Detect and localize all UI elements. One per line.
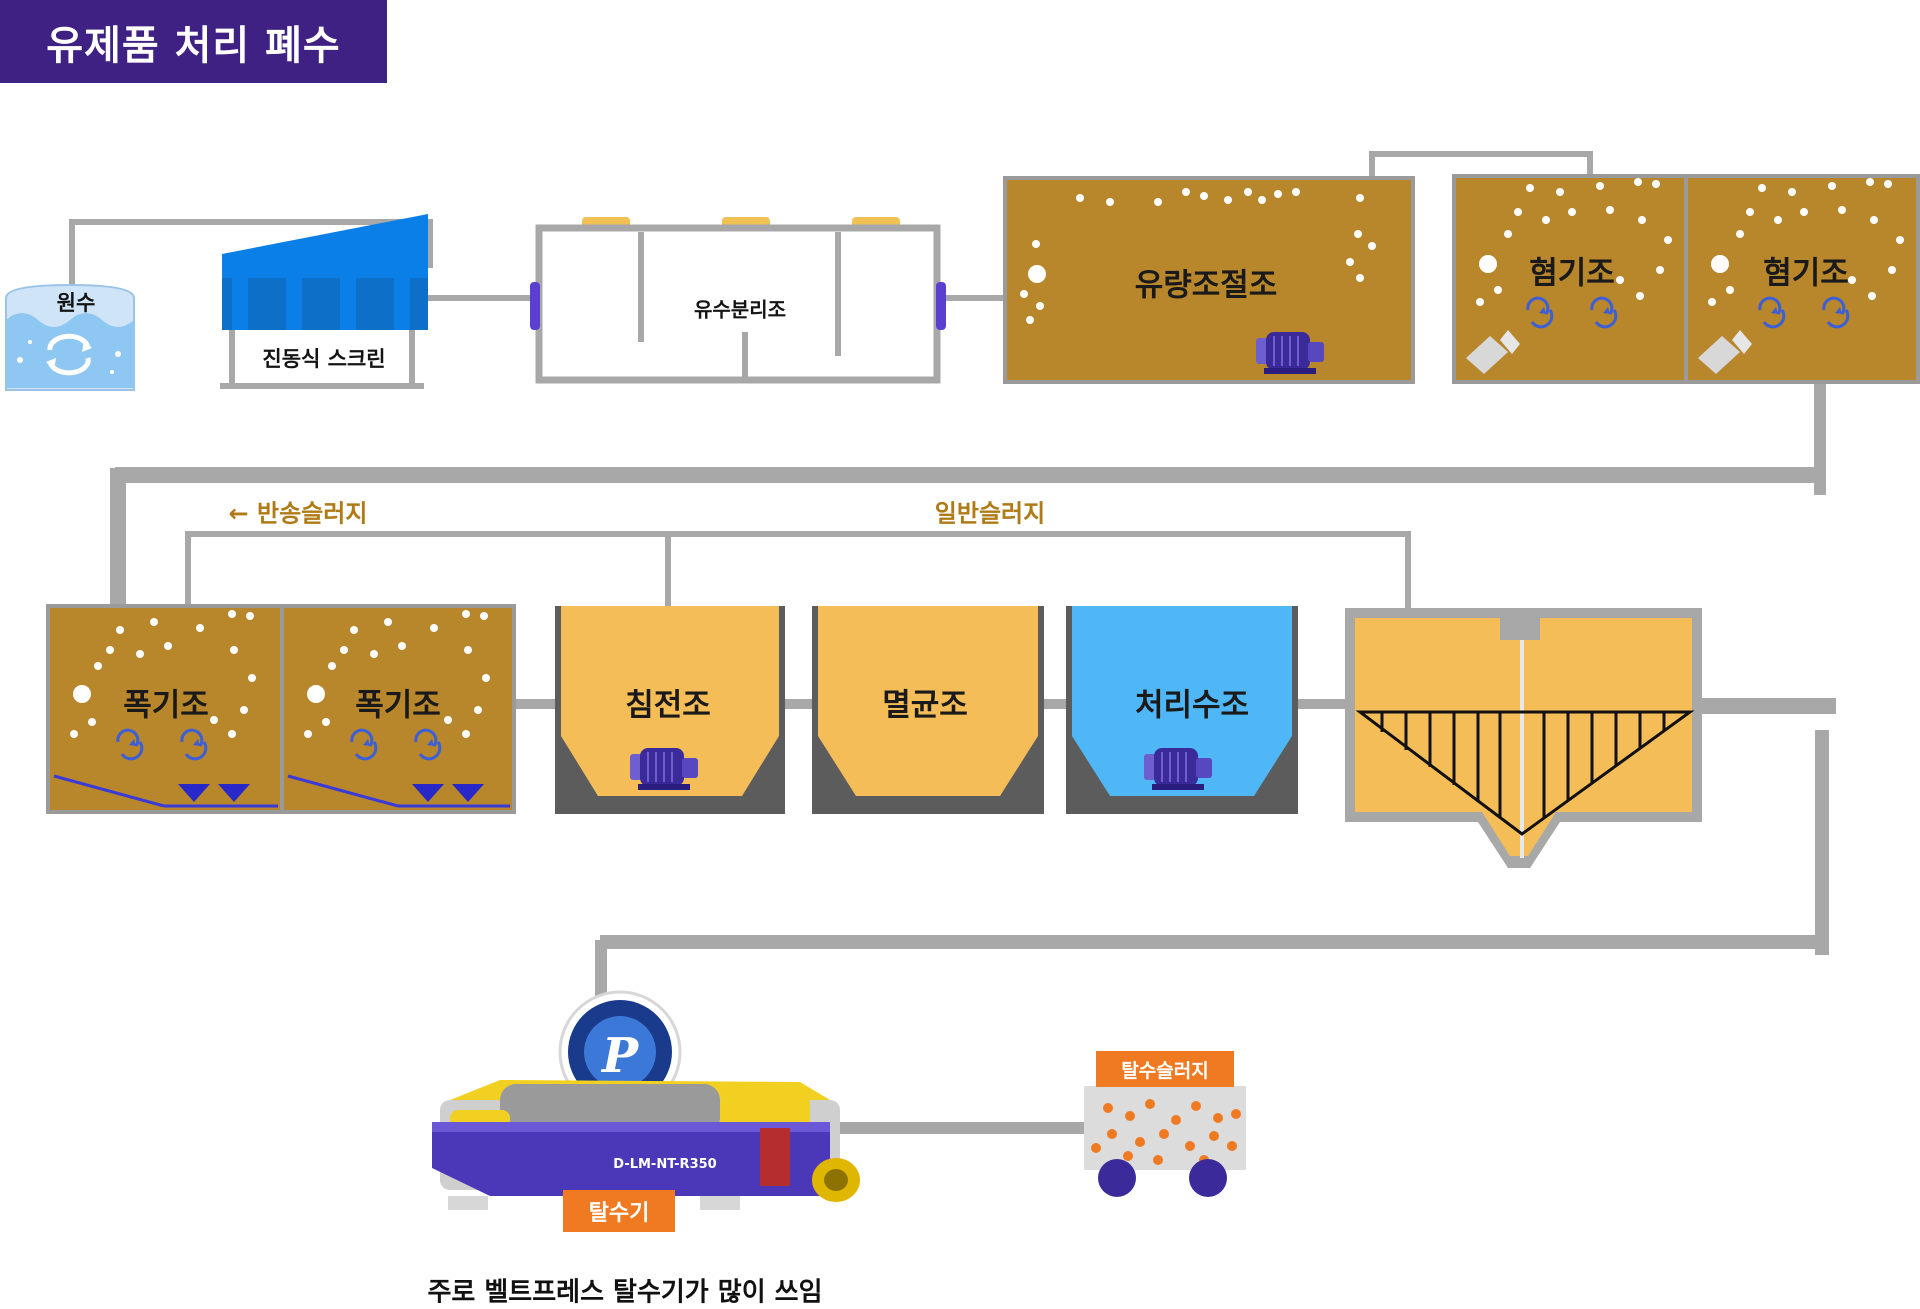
- raw-water-tank: [5, 283, 135, 391]
- dewaterer-tag: 탈수기: [563, 1190, 675, 1232]
- flow-equalization-label: 유량조절조: [1134, 267, 1278, 304]
- sludge-cart: [1084, 1086, 1246, 1197]
- sedimentation-tank: [555, 606, 785, 814]
- general-sludge-label: 일반슬러지: [934, 499, 1046, 528]
- clarifier: [1345, 608, 1702, 868]
- sterilization-tank: [812, 606, 1044, 814]
- oil-separator-tank: [530, 217, 946, 384]
- return-sludge-label: ← 반송슬러지: [228, 499, 368, 528]
- anaerobic-2-label: 혐기조: [1763, 255, 1849, 292]
- sterilization-label: 멸균조: [882, 687, 968, 724]
- flow-equalization-tank: [1003, 176, 1415, 384]
- aeration-1-label: 폭기조: [123, 687, 209, 724]
- anaerobic-tank-1: [1452, 174, 1688, 384]
- decanter-dewaterer: D-LM-NT-R350: [432, 1080, 860, 1210]
- anaerobic-1-label: 혐기조: [1529, 255, 1615, 292]
- caption: 주로 벨트프레스 탈수기가 많이 쓰임: [427, 1277, 823, 1308]
- sedimentation-label: 침전조: [625, 687, 711, 724]
- treated-water-label: 처리수조: [1134, 687, 1250, 724]
- aeration-tank-1: [46, 604, 284, 814]
- svg-text:P: P: [600, 1028, 640, 1084]
- aeration-2-label: 폭기조: [355, 687, 441, 724]
- anaerobic-tank-2: [1684, 174, 1920, 384]
- dewatered-sludge-tag: 탈수슬러지: [1096, 1051, 1234, 1087]
- machine-model-label: D-LM-NT-R350: [613, 1157, 716, 1172]
- vibrating-screen: [220, 214, 428, 389]
- raw-water-label: 원수: [56, 291, 96, 315]
- vibrating-screen-label: 진동식 스크린: [262, 347, 386, 371]
- treated-water-tank: [1066, 606, 1298, 814]
- oil-separator-label: 유수분리조: [694, 297, 786, 322]
- page-title: 유제품 처리 폐수: [46, 22, 341, 69]
- aeration-tank-2: [280, 604, 516, 814]
- header-banner: [0, 0, 387, 83]
